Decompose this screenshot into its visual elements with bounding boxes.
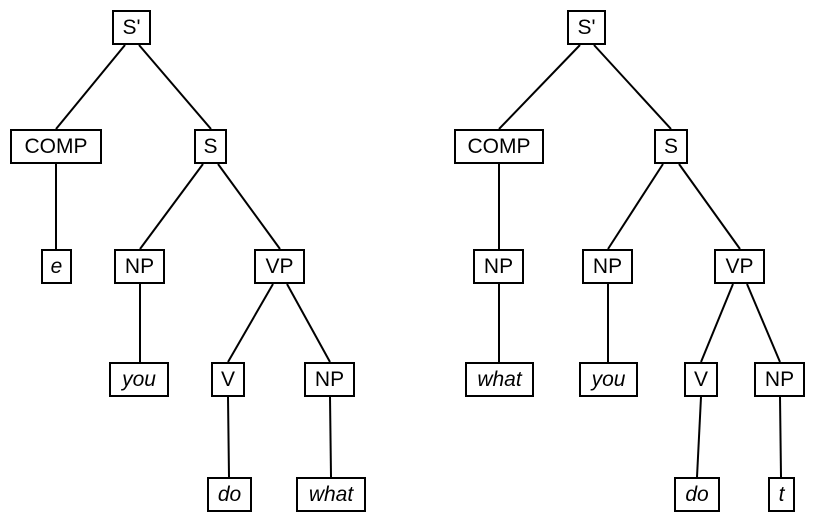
tree-edge [227,396,230,478]
tree-node-r-np2: NP [754,362,805,397]
tree-node-r-np0: NP [473,249,524,284]
tree-node-l-e: e [41,249,72,284]
tree-edge [217,163,281,250]
tree-node-l-s: S [194,129,227,164]
tree-edge [746,283,781,363]
tree-node-l-do: do [207,477,252,512]
tree-node-r-comp: COMP [454,129,544,164]
tree-edge [593,44,672,130]
tree-node-l-you: you [109,362,169,397]
tree-edge [779,396,782,478]
tree-node-r-you: you [579,362,638,397]
tree-node-l-np1: NP [114,249,165,284]
tree-node-r-do: do [674,477,720,512]
tree-node-r-v: V [684,362,718,397]
tree-node-r-sbar: S' [567,10,606,45]
tree-edge [678,163,741,250]
tree-edge [607,163,664,250]
tree-node-r-what: what [465,362,534,397]
tree-edge [139,163,204,250]
tree-edge [286,283,331,363]
tree-edge [329,396,332,478]
tree-node-l-comp: COMP [10,129,102,164]
tree-node-l-sbar: S' [112,10,151,45]
tree-node-l-what: what [296,477,366,512]
tree-edge [700,283,734,363]
tree-node-r-t: t [768,477,795,512]
tree-node-r-np1: NP [582,249,633,284]
tree-edge [696,396,702,478]
tree-node-l-v: V [211,362,245,397]
tree-node-l-np2: NP [304,362,355,397]
tree-node-r-vp: VP [714,249,765,284]
tree-edge [227,283,274,363]
tree-edge [138,44,212,130]
tree-edge [498,44,581,130]
tree-node-r-s: S [654,129,688,164]
tree-node-l-vp: VP [254,249,305,284]
tree-edge [55,44,126,130]
